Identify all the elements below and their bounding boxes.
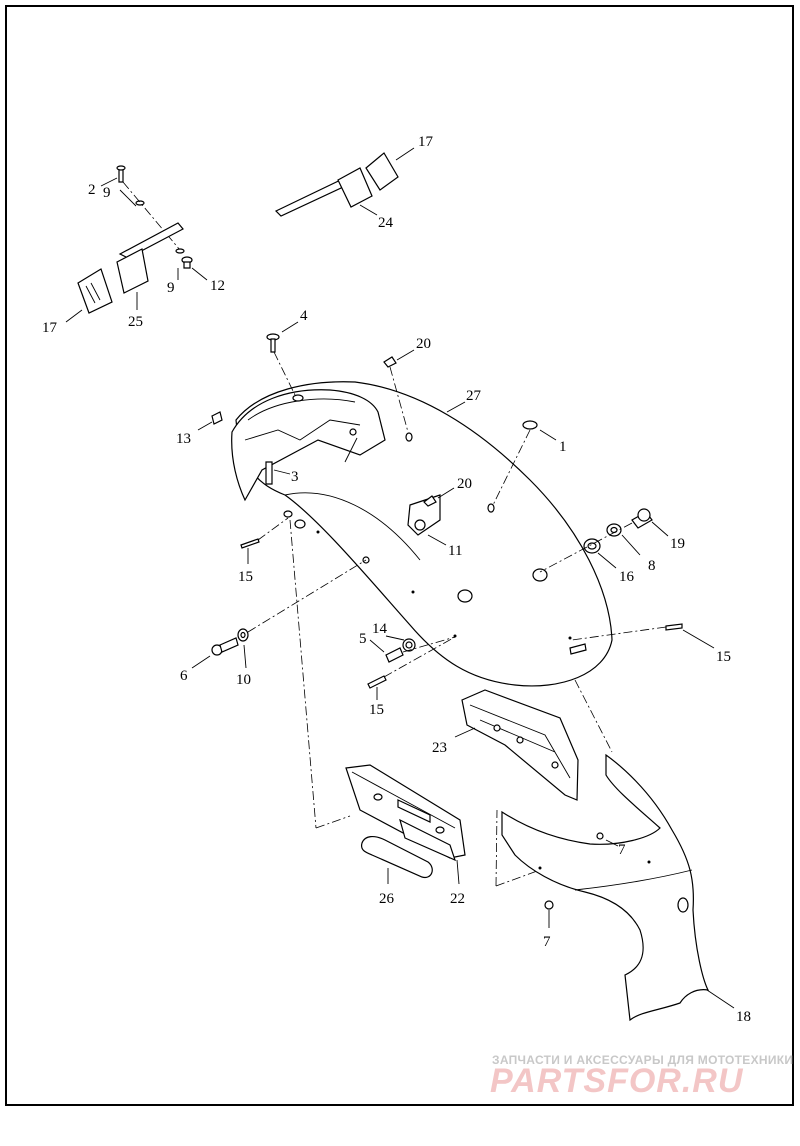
leader-lines	[65, 147, 735, 1009]
callout-1: 1	[559, 439, 567, 455]
lower-cover-18	[501, 753, 710, 1022]
clip-20-upper	[383, 356, 397, 368]
callout-18: 18	[736, 1009, 751, 1025]
nut-12	[181, 256, 193, 269]
callout-3: 3	[291, 469, 299, 485]
screw-5	[385, 647, 404, 663]
callout-17-upper: 17	[418, 134, 434, 150]
reflector-17-upper	[365, 152, 399, 191]
watermark-tagline: ЗАПЧАСТИ И АКСЕССУАРЫ ДЛЯ МОТОТЕХНИКИ	[492, 1053, 794, 1067]
license-bracket-21	[345, 764, 466, 862]
callout-21: 22	[450, 891, 465, 907]
callout-22: 23	[432, 740, 447, 756]
washer-7-lower	[544, 900, 554, 910]
washer-9-lower	[175, 248, 185, 254]
callout-9-upper: 9	[103, 185, 111, 201]
callout-labels: 17 24 2 9 9 12 17 25 4 20 27 13 1 3 20 1…	[42, 134, 751, 1025]
nut-13	[211, 411, 223, 425]
washer-8	[606, 523, 622, 537]
bolt-4	[266, 333, 280, 353]
callout-26: 27	[466, 388, 482, 404]
drawing-frame	[5, 5, 794, 1106]
callout-5: 5	[359, 631, 367, 647]
callout-14: 14	[372, 621, 388, 637]
callout-13: 13	[176, 431, 191, 447]
callout-16: 16	[619, 569, 635, 585]
fender-support-27	[231, 389, 386, 502]
screw-3	[265, 461, 273, 485]
reflector-17-lower	[77, 268, 113, 314]
callout-24: 25	[128, 314, 143, 330]
callout-23: 24	[378, 215, 394, 231]
callout-9-lower: 9	[167, 280, 175, 296]
callout-20-lower: 20	[457, 476, 472, 492]
callout-7-lower: 7	[543, 934, 551, 950]
callout-15-right: 15	[716, 649, 731, 665]
callout-12: 12	[210, 278, 225, 294]
callout-4: 4	[300, 308, 308, 324]
callout-6: 6	[180, 668, 188, 684]
mount-bracket-22	[461, 689, 579, 801]
callout-8: 8	[648, 558, 656, 574]
bolt-19	[631, 508, 653, 529]
bracket-24	[116, 222, 184, 294]
screw-2	[116, 165, 126, 183]
washer-9-upper	[135, 200, 145, 206]
callout-2: 2	[88, 182, 96, 198]
callout-20-upper: 20	[416, 336, 431, 352]
rear-fender-26	[235, 381, 613, 687]
clip-bracket-11	[407, 494, 441, 536]
screw-6	[211, 637, 239, 656]
bracket-23	[274, 167, 373, 217]
nut-14	[402, 638, 416, 652]
pin-15-left	[240, 538, 260, 549]
lens-25	[360, 836, 433, 879]
washer-10	[237, 628, 249, 642]
callout-11: 11	[448, 543, 462, 559]
grommet-1	[522, 420, 538, 430]
axis-line	[122, 181, 181, 251]
callout-15-left: 15	[238, 569, 253, 585]
pin-15-lower	[367, 675, 387, 689]
callout-7-upper: 7	[618, 842, 626, 858]
callout-10: 10	[236, 672, 251, 688]
callout-17-lower: 17	[42, 320, 58, 336]
callout-19: 19	[670, 536, 685, 552]
watermark-logo: PARTSFOR.RU	[490, 1062, 744, 1100]
callout-25: 26	[379, 891, 395, 907]
pin-15-right	[665, 623, 683, 631]
callout-15-lower: 15	[369, 702, 384, 718]
